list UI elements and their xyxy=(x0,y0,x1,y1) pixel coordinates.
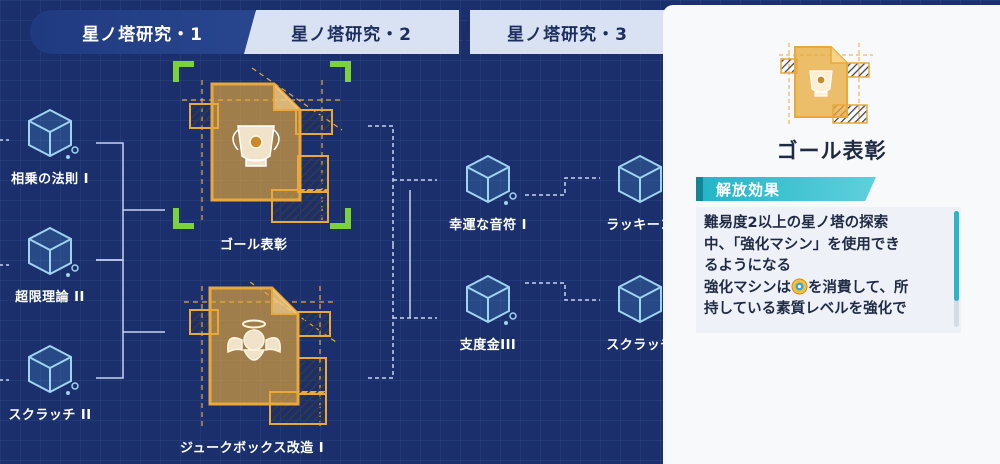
description-text: を消費して、所 xyxy=(808,279,909,296)
scrollbar-thumb[interactable] xyxy=(954,211,959,301)
cube-icon xyxy=(466,154,517,205)
node-label: 相乗の法則 I xyxy=(11,172,89,187)
node-label: スクラッチ xyxy=(606,338,674,353)
tab-divider xyxy=(462,18,470,46)
tab-label: 星ノ塔研究・3 xyxy=(507,24,628,45)
unlock-effect-label: 解放効果 xyxy=(716,181,781,199)
effect-description: 難易度2以上の星ノ塔の探索 中、「強化マシン」を使用でき るようになる 強化マシ… xyxy=(704,213,950,321)
relic-node-jukebox-mod[interactable] xyxy=(180,281,340,432)
tab-star-tower-research-3[interactable]: 星ノ塔研究・3 xyxy=(470,10,665,54)
unlock-effect-header: 解放効果 xyxy=(696,177,876,201)
node-label: スクラッチ II xyxy=(8,408,92,423)
tree-node-lucky-co[interactable]: ラッキーコ xyxy=(590,150,690,233)
gear-coin-icon xyxy=(791,278,808,294)
cube-icon xyxy=(28,226,79,277)
relic-label: ジュークボックス改造 I xyxy=(180,441,325,456)
tree-node-scratch[interactable]: スクラッチ xyxy=(590,270,690,353)
tab-label: 星ノ塔研究・1 xyxy=(82,24,203,45)
tree-node-scratch-2[interactable]: スクラッチ II xyxy=(2,340,98,423)
tab-star-tower-research-1[interactable]: 星ノ塔研究・1 xyxy=(30,10,255,54)
detail-panel: ゴール表彰 解放効果 難易度2以上の星ノ塔の探索 中、「強化マシン」を使用でき … xyxy=(663,5,1000,464)
node-label: 幸運な音符 I xyxy=(449,218,527,233)
relic-node-goal-award[interactable] xyxy=(172,60,352,230)
cube-icon xyxy=(28,108,79,159)
cube-icon xyxy=(28,344,79,395)
description-line: 持している素質レベルを強化で xyxy=(704,301,907,317)
description-line: 中、「強化マシン」を使用でき xyxy=(704,236,900,253)
research-tabs: 星ノ塔研究・1 星ノ塔研究・2 星ノ塔研究・3 xyxy=(0,0,665,60)
relic-label: ゴール表彰 xyxy=(220,238,288,253)
description-text: 強化マシンは xyxy=(704,279,791,296)
node-label: 支度金III xyxy=(459,338,517,353)
tree-node-funds-3[interactable]: 支度金III xyxy=(438,270,538,353)
cube-icon xyxy=(466,274,517,325)
tree-node-lucky-note[interactable]: 幸運な音符 I xyxy=(438,150,538,233)
cube-icon xyxy=(618,154,662,204)
cube-icon xyxy=(618,274,662,324)
tree-node-synergy-law[interactable]: 相乗の法則 I xyxy=(2,104,98,187)
node-label: ラッキーコ xyxy=(606,218,674,233)
angel-relic-icon xyxy=(184,281,337,428)
trophy-relic-icon xyxy=(779,43,873,125)
tab-star-tower-research-2[interactable]: 星ノ塔研究・2 xyxy=(244,10,459,54)
tree-node-transfinite-theory[interactable]: 超限理論 II xyxy=(2,222,98,305)
description-line-with-icon: 強化マシンはを消費して、所 xyxy=(704,278,950,300)
description-line: 難易度2以上の星ノ塔の探索 xyxy=(704,215,889,231)
header-accent-stripe xyxy=(696,177,703,201)
detail-title: ゴール表彰 xyxy=(776,139,887,163)
description-scrollbar[interactable] xyxy=(954,211,959,327)
tab-label: 星ノ塔研究・2 xyxy=(291,24,412,45)
effect-description-box[interactable]: 難易度2以上の星ノ塔の探索 中、「強化マシン」を使用でき るようになる 強化マシ… xyxy=(696,207,961,333)
trophy-relic-icon xyxy=(173,61,351,229)
node-label: 超限理論 II xyxy=(15,290,85,305)
description-line: るようになる xyxy=(704,258,791,274)
